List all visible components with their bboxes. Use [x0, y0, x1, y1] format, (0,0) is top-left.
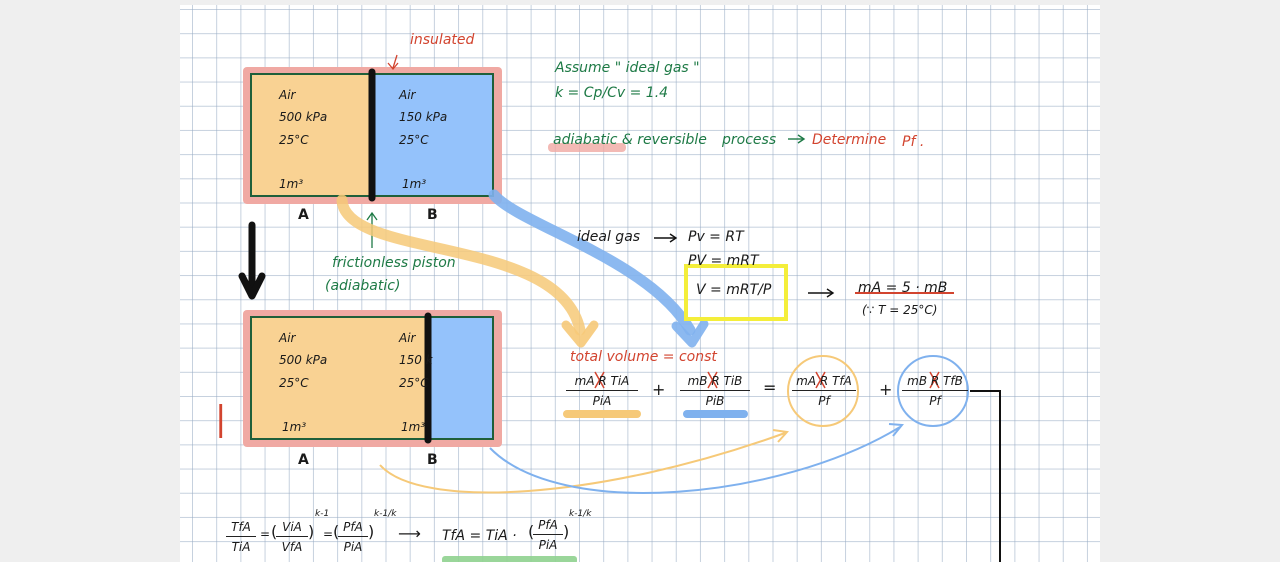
- bottom-r-fraction: PfA PiA: [533, 518, 563, 552]
- tank-bottom-a-temp: 25°C: [279, 376, 309, 390]
- bottom-mid-exp: k-1: [315, 509, 330, 519]
- process-arrow-head: [238, 272, 266, 300]
- bottom-p-exp: k-1/k: [374, 509, 397, 519]
- term4-fraction: mB R TfB Pf: [902, 374, 968, 408]
- insulated-label: insulated: [410, 32, 475, 48]
- bottom-eq1: =: [260, 527, 271, 541]
- term4-denominator: Pf: [929, 394, 941, 408]
- bottom-arrow: ⟶: [398, 524, 421, 543]
- term3-fraction: mA R TfA Pf: [792, 374, 856, 408]
- ma-5mb-eq: mA = 5 · mB: [858, 280, 948, 296]
- bottom-mid-num: ViA: [276, 520, 308, 537]
- bottom-r-den: PiA: [538, 538, 558, 552]
- bracket-close-3: ): [563, 522, 570, 541]
- term2-fraction: mB R TiB PiB: [680, 374, 750, 408]
- tank-bottom-border: [250, 316, 494, 440]
- bottom-r-exp: k-1/k: [569, 509, 592, 519]
- circle-term3: [787, 355, 859, 427]
- thin-blue-arrow: [489, 426, 901, 494]
- bottom-mid-fraction: ViA VfA: [276, 520, 308, 554]
- tank-top-a-pressure: 500 kPa: [279, 110, 328, 124]
- bottom-result-lhs: TfA = TiA ·: [442, 528, 517, 544]
- assume-note: Assume " ideal gas ": [555, 60, 700, 76]
- term2-denominator: PiB: [705, 394, 725, 408]
- bottom-eq2: =: [323, 527, 334, 541]
- tank-top-b-temp: 25°C: [399, 133, 429, 147]
- tank-bottom-b-gas: Air: [399, 331, 416, 345]
- thin-orange-arrow: [379, 432, 786, 494]
- tank-bottom-b-volume: 1m³: [401, 420, 426, 434]
- bottom-p-num: PfA: [338, 520, 368, 537]
- tank-top-a-label: A: [298, 207, 309, 223]
- plus-1: +: [652, 380, 666, 399]
- tank-bottom-a-volume: 1m³: [282, 420, 307, 434]
- margin-marker: |: [215, 399, 227, 439]
- determine-note: Determine: [812, 132, 887, 148]
- v-mrt-eq: V = mRT/P: [696, 282, 772, 298]
- bottom-mid-den: VfA: [281, 540, 303, 554]
- term3-denominator: Pf: [818, 394, 830, 408]
- term3-numerator: mA R TfA: [792, 374, 856, 391]
- tank-top-b-pressure: 150 kPa: [399, 110, 448, 124]
- underline-term2: [683, 410, 748, 418]
- tank-top-b-volume: 1m³: [402, 177, 427, 191]
- bottom-lhs-num: TfA: [226, 520, 256, 537]
- bottom-p-fraction: PfA PiA: [338, 520, 368, 554]
- highlight-v-eq: [684, 264, 788, 321]
- adiabatic-note: adiabatic & reversible: [553, 132, 707, 148]
- total-volume-note: total volume = const: [570, 349, 717, 365]
- tank-top-gas-a: [251, 74, 372, 196]
- because-note: (∵ T = 25°C): [862, 303, 938, 317]
- tank-top-gas-b: [372, 74, 493, 196]
- tank-top-a-volume: 1m³: [279, 177, 304, 191]
- tank-top-b-gas: Air: [399, 88, 416, 102]
- tank-top-b-label: B: [427, 207, 438, 223]
- tank-bottom-b-pressure: 150 k: [399, 353, 433, 367]
- bottom-p-den: PiA: [343, 540, 363, 554]
- term2-numerator: mB R TiB: [680, 374, 750, 391]
- tank-bottom-b-label: B: [427, 452, 438, 468]
- ideal-gas-label: ideal gas: [577, 229, 641, 245]
- process-note: process: [722, 132, 777, 148]
- bracket-close-1: ): [308, 522, 315, 541]
- tank-bottom-a-pressure: 500 kPa: [279, 353, 328, 367]
- pv-mrt-eq: PV = mRT: [688, 253, 759, 269]
- equals-sign: =: [763, 378, 777, 397]
- bracket-line: [970, 390, 1001, 562]
- bracket-open-3: (: [528, 522, 535, 541]
- tank-bottom-gas-b: [428, 317, 493, 439]
- highlight-adiabatic: [548, 143, 626, 152]
- term4-numerator: mB R TfB: [902, 374, 968, 391]
- tank-bottom-gas-a: [251, 317, 428, 439]
- bottom-r-num: PfA: [533, 518, 563, 535]
- k-ratio-note: k = Cp/Cv = 1.4: [555, 85, 669, 101]
- pf-note: Pf .: [902, 134, 925, 150]
- tank-bottom-b-temp: 25°C: [399, 376, 429, 390]
- term1-denominator: PiA: [592, 394, 612, 408]
- tank-top-a-gas: Air: [279, 88, 296, 102]
- term1-fraction: mA R TiA PiA: [566, 374, 638, 408]
- bracket-close-2: ): [368, 522, 375, 541]
- orange-flow-arrow: [336, 194, 586, 336]
- piston-note: frictionless piston: [332, 255, 456, 271]
- piston-adiabatic-note: (adiabatic): [325, 278, 401, 294]
- insulated-arrow: [392, 54, 398, 69]
- pv-rt-eq: Pv = RT: [688, 229, 744, 245]
- blue-flow-arrow: [488, 189, 696, 336]
- bottom-lhs-fraction: TfA TiA: [226, 520, 256, 554]
- tank-top-a-temp: 25°C: [279, 133, 309, 147]
- bracket-open-2: (: [333, 522, 340, 541]
- bracket-open-1: (: [271, 522, 278, 541]
- tank-bottom-a-gas: Air: [279, 331, 296, 345]
- bottom-lhs-den: TiA: [231, 540, 251, 554]
- highlight-bottom-result: [442, 556, 577, 562]
- underline-term1: [563, 410, 641, 418]
- term1-numerator: mA R TiA: [566, 374, 638, 391]
- tank-bottom-a-label: A: [298, 452, 309, 468]
- plus-2: +: [879, 380, 893, 399]
- circle-term4: [897, 355, 969, 427]
